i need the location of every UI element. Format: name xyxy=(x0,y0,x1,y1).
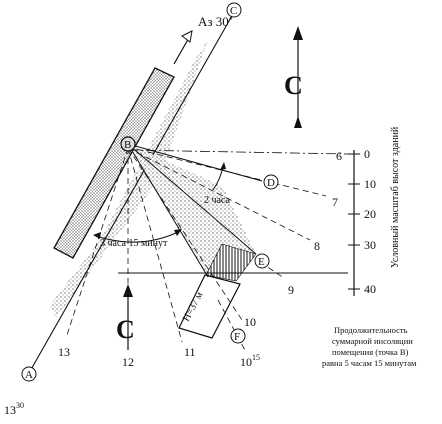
ray-to-e xyxy=(127,143,257,255)
azimuth-arrow-shaft xyxy=(173,35,191,65)
arc-three-hours-arrow-left xyxy=(93,232,101,239)
ray-to-obstacle xyxy=(127,143,209,278)
point-e-label: E xyxy=(258,256,265,268)
ray-line-8 xyxy=(127,147,311,241)
scale-tick-label-20: 20 xyxy=(364,207,376,221)
arc-three-hours-arrow-right xyxy=(174,229,182,236)
point-b-marker xyxy=(120,136,136,152)
axis-line-a-c xyxy=(28,13,234,374)
point-d-marker xyxy=(263,174,279,190)
ray-label-8: 8 xyxy=(314,239,320,253)
azimuth-label: Аз 30˚ xyxy=(198,14,233,29)
time-end-hour: 10 xyxy=(240,355,252,369)
north-label-top: С xyxy=(284,71,303,100)
arc-two-hours-arrow xyxy=(220,162,226,170)
scale-title: Условный масштаб высот зданий xyxy=(390,126,401,268)
scale-tick-label-0: 0 xyxy=(364,147,370,161)
point-d-label: D xyxy=(267,177,275,189)
time-start-minutes: 30 xyxy=(16,401,24,410)
point-b-label: B xyxy=(124,139,131,151)
point-f-marker xyxy=(230,328,246,344)
ray-line-7 xyxy=(127,146,327,197)
ray-label-11: 11 xyxy=(184,345,196,359)
scale-tick-label-30: 30 xyxy=(364,238,376,252)
north-label-bottom: С xyxy=(116,315,135,344)
ray-label-10: 10 xyxy=(244,315,256,329)
north-arrow-top-tail xyxy=(294,116,302,128)
north-arrow-bottom-head xyxy=(123,284,133,297)
note-line-3: помещения (точка B) xyxy=(332,347,409,357)
hatched-zone xyxy=(205,243,257,282)
north-arrow-top-head xyxy=(293,26,303,40)
insolation-sector xyxy=(128,144,256,277)
point-a-label: A xyxy=(25,369,33,381)
azimuth-arrow-head xyxy=(181,30,193,43)
ray-label-7: 7 xyxy=(332,195,338,209)
axis-shadow-strip xyxy=(50,40,208,318)
point-c-label: C xyxy=(230,5,237,17)
time-end-label: 1015 xyxy=(240,353,260,369)
angle-label-two-hours: 2 часа xyxy=(204,195,231,206)
time-end-minutes: 15 xyxy=(252,353,260,362)
point-e-marker xyxy=(254,253,270,269)
point-c-marker xyxy=(226,2,242,18)
angle-label-three-hours: 3 часа 15 минут xyxy=(100,238,168,249)
ray-line-10 xyxy=(127,147,245,324)
ray-line-13 xyxy=(65,147,129,339)
ray-label-9: 9 xyxy=(288,283,294,297)
time-start-label: 1330 xyxy=(4,401,24,417)
obstructing-building xyxy=(178,274,241,339)
ray-label-13: 13 xyxy=(58,345,70,359)
point-a-marker xyxy=(21,366,37,382)
scale-tick-label-40: 40 xyxy=(364,282,376,296)
ray-label-12: 12 xyxy=(122,355,134,369)
arc-three-hours xyxy=(95,231,179,243)
building-rectangle xyxy=(53,67,175,259)
ray-line-11 xyxy=(127,147,183,343)
ray-line-6 xyxy=(127,149,349,155)
note-line-4: равна 5 часам 15 минутам xyxy=(322,358,417,368)
time-start-hour: 13 xyxy=(4,403,16,417)
note-line-1: Продолжительность xyxy=(334,325,408,335)
point-f-label: F xyxy=(234,331,240,343)
scale-tick-label-10: 10 xyxy=(364,177,376,191)
note-line-2: суммарной инсоляции xyxy=(332,336,413,346)
ray-label-6: 6 xyxy=(336,149,342,163)
